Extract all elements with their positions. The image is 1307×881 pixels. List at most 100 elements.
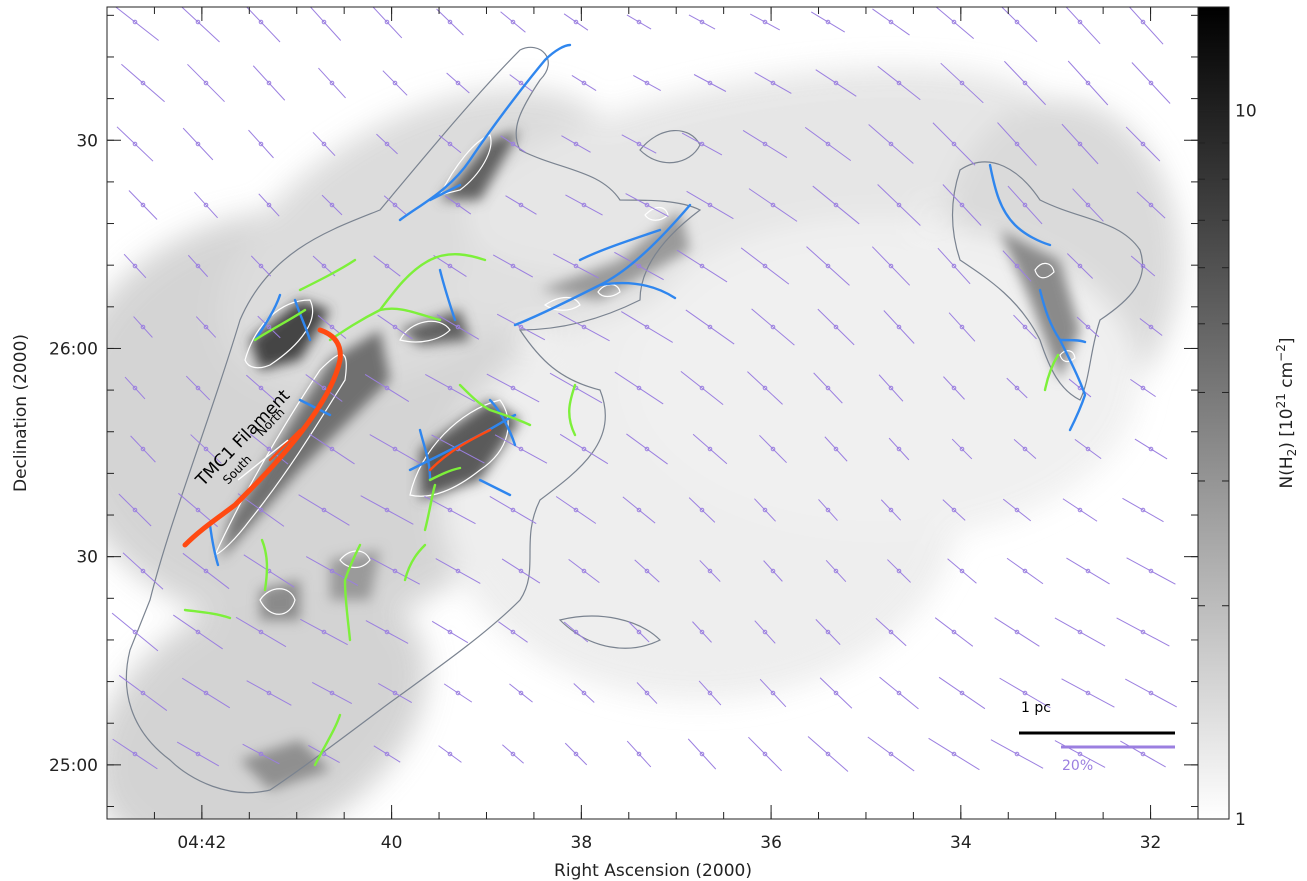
polarization-scale-label: 20% <box>1062 758 1093 774</box>
polarization-vector <box>1061 678 1115 708</box>
polarization-vector <box>505 195 537 215</box>
vector-center <box>132 263 138 269</box>
vector-center <box>644 324 650 330</box>
vector-center <box>1148 690 1154 696</box>
polarization-vector <box>636 682 658 704</box>
vector-center <box>825 19 831 25</box>
polarization-vector <box>300 618 348 646</box>
vector-center <box>896 324 902 330</box>
polarization-vector <box>686 190 734 220</box>
vector-center <box>1022 80 1028 86</box>
vector-center <box>707 80 713 86</box>
polarization-vector <box>111 612 159 652</box>
vector-center <box>455 568 461 574</box>
polarization-vector <box>951 438 973 460</box>
polarization-vector <box>676 249 728 283</box>
polarization-vector <box>364 373 410 403</box>
vector-center <box>321 19 327 25</box>
vector-center <box>1077 507 1083 513</box>
vector-center <box>321 263 327 269</box>
vector-center <box>951 507 957 513</box>
polarization-vector <box>190 434 222 464</box>
polarization-vector <box>1126 557 1176 585</box>
polarization-vector <box>176 741 220 767</box>
vector-center <box>447 629 453 635</box>
polarization-vector <box>443 683 473 703</box>
vector-center <box>951 751 957 757</box>
vector-center <box>1148 80 1154 86</box>
polarization-vector <box>935 7 975 39</box>
vector-center <box>384 751 390 757</box>
vector-center <box>644 568 650 574</box>
vector-center <box>636 263 642 269</box>
vector-center <box>699 385 705 391</box>
polarization-vector <box>614 251 664 281</box>
polarization-vector <box>425 373 475 403</box>
polarization-vector <box>377 314 413 340</box>
vector-center <box>266 80 272 86</box>
polarization-vector <box>1139 318 1163 336</box>
vector-center <box>392 568 398 574</box>
vector-center <box>510 751 516 757</box>
polarization-vector <box>373 745 401 763</box>
vector-center <box>447 507 453 513</box>
vector-center <box>833 568 839 574</box>
polarization-vector <box>621 311 673 343</box>
polarization-vector <box>123 253 147 279</box>
vector-center <box>762 629 768 635</box>
vector-center <box>1140 507 1146 513</box>
polarization-vector <box>1130 255 1156 277</box>
vector-center <box>518 690 524 696</box>
vector-center <box>132 141 138 147</box>
vector-center <box>329 80 335 86</box>
vector-center <box>707 324 713 330</box>
polarization-vector <box>501 558 541 584</box>
plot-area: TMC1 Filament South North 1 pc 20% <box>106 6 1199 820</box>
polarization-vector <box>305 556 359 586</box>
polarization-vector <box>934 617 974 647</box>
colorbar-ticks: 110 <box>1198 102 1257 830</box>
vector-center <box>707 202 713 208</box>
vector-center <box>699 263 705 269</box>
vector-center <box>770 80 776 86</box>
vector-center <box>518 446 524 452</box>
scale-bar-label: 1 pc <box>1021 700 1051 716</box>
polarization-vector <box>698 680 722 706</box>
vector-center <box>888 385 894 391</box>
polarization-vector <box>555 496 597 524</box>
vector-center <box>195 507 201 513</box>
vector-center <box>959 324 965 330</box>
polarization-vector <box>1062 498 1098 522</box>
polarization-vector <box>804 126 852 162</box>
vector-center <box>770 690 776 696</box>
polarization-vector <box>383 195 407 215</box>
polarization-vector <box>1125 126 1161 162</box>
vector-center <box>636 629 642 635</box>
polarization-vector <box>1054 740 1106 768</box>
polarization-vector <box>1125 678 1177 708</box>
column-density-map: TMC1 Filament South North 1 pc 20% <box>107 7 1180 819</box>
polarization-vector <box>747 371 783 405</box>
vector-center <box>699 751 705 757</box>
vector-center <box>636 507 642 513</box>
vector-center <box>447 263 453 269</box>
polarization-vector <box>182 552 230 590</box>
vector-center <box>1014 751 1020 757</box>
vector-center <box>1140 629 1146 635</box>
y-tick-label: 30 <box>76 548 98 568</box>
polarization-vector <box>1134 438 1168 460</box>
polarization-vector <box>875 617 907 647</box>
polarization-vector <box>754 620 776 644</box>
polarization-vector <box>688 497 716 523</box>
vector-center <box>510 385 516 391</box>
vector-center <box>321 141 327 147</box>
polarization-vector <box>742 130 788 158</box>
colorbar-tick-label: 10 <box>1235 102 1257 122</box>
colorbar: 110 N(H2) [1021 cm−2] <box>1197 6 1299 830</box>
polarization-vector <box>116 126 154 162</box>
vector-center <box>770 568 776 574</box>
polarization-vector <box>1004 60 1046 106</box>
vector-center <box>762 263 768 269</box>
polarization-vector <box>1130 378 1156 398</box>
